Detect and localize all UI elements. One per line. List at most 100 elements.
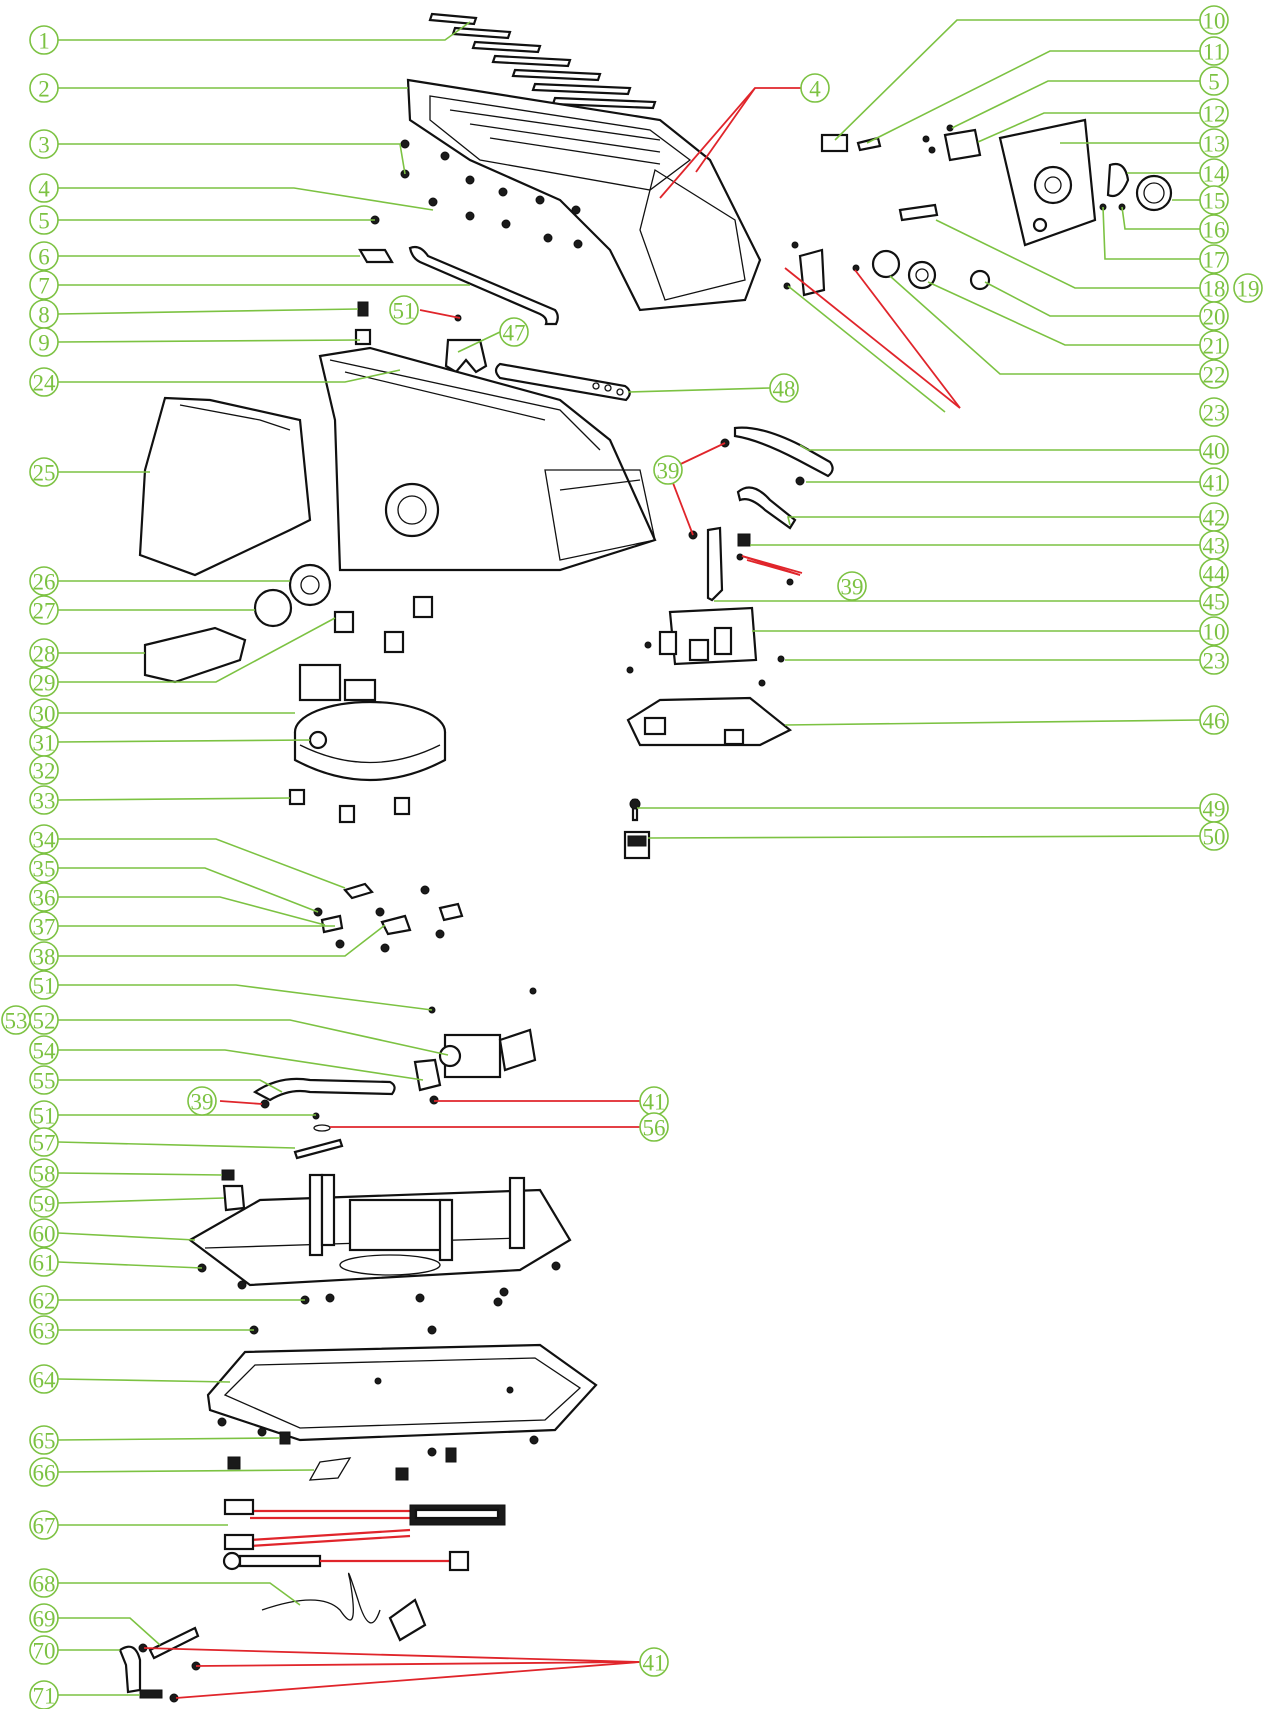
part-wires-67 [222,1498,506,1572]
callout-number: 30 [33,702,56,727]
callout-number: 41 [1203,471,1226,496]
callout-number: 51 [393,299,416,324]
callout-c22: 22 [1199,359,1229,389]
callout-number: 62 [33,1289,56,1314]
callout-c9: 9 [29,327,59,357]
callout-number: 51 [33,1104,56,1129]
part-label-66 [308,1457,352,1481]
callout-number: 16 [1203,218,1226,243]
callout-c31: 31 [29,727,59,757]
callout-c61: 61 [29,1247,59,1277]
callout-c10b: 10 [1199,616,1229,646]
part-thermostat-pieces [313,882,464,953]
callout-number: 32 [33,759,56,784]
callout-c71: 71 [29,1680,59,1709]
callout-number: 5 [38,209,50,234]
callout-circle [1199,359,1229,389]
callout-circle [29,941,59,971]
callout-c43: 43 [1199,530,1229,560]
callout-c8: 8 [29,299,59,329]
callout-circle [29,1457,59,1487]
callout-circle [29,367,59,397]
callout-number: 9 [38,331,50,356]
callout-number: 60 [33,1222,56,1247]
callout-circle [29,1035,59,1065]
callout-c44: 44 [1199,558,1229,588]
callout-circle [29,853,59,883]
callout-circle [1199,616,1229,646]
callout-number: 45 [1203,590,1226,615]
callout-c39a: 39 [653,455,683,485]
callout-number: 10 [1203,9,1226,34]
callout-number: 1 [38,29,50,54]
callout-number: 4 [809,77,821,102]
callout-c5b: 5 [1199,66,1229,96]
callout-number: 42 [1203,506,1226,531]
callout-circle [1199,301,1229,331]
callout-circle [639,1112,669,1142]
callout-number: 40 [1203,439,1226,464]
callout-number: 44 [1203,562,1227,587]
callout-c59: 59 [29,1188,59,1218]
callout-circle [29,1364,59,1394]
callout-number: 57 [33,1131,56,1156]
callout-c5a: 5 [29,205,59,235]
callout-c51b: 51 [29,970,59,1000]
callout-number: 46 [1203,709,1226,734]
callout-number: 11 [1203,40,1225,65]
callout-circle [1199,128,1229,158]
callout-number: 23 [1203,401,1226,426]
callout-circle [29,1218,59,1248]
callout-c50: 50 [1199,821,1229,851]
callout-circle [1199,244,1229,274]
callout-circle [29,698,59,728]
callout-c54: 54 [29,1035,59,1065]
callout-circle [1,1005,31,1035]
callout-number: 63 [33,1319,56,1344]
callout-c19: 19 [1233,273,1263,303]
callout-c42: 42 [1199,502,1229,532]
callout-c41a: 41 [1199,467,1229,497]
callout-number: 41 [643,1651,666,1676]
callout-number: 29 [33,671,56,696]
callout-number: 33 [33,789,56,814]
callout-circle [1199,330,1229,360]
callout-c36: 36 [29,882,59,912]
callout-c4a: 4 [29,173,59,203]
callout-circle [653,455,683,485]
callout-number: 31 [33,731,56,756]
part-hose-55 [252,1077,396,1102]
callout-number: 54 [33,1039,57,1064]
callout-c56: 56 [639,1112,669,1142]
callout-circle [800,73,830,103]
callout-number: 55 [33,1069,56,1094]
callout-number: 58 [33,1162,56,1187]
callout-number: 21 [1203,334,1226,359]
callout-c51a: 51 [389,295,419,325]
callout-c25: 25 [29,457,59,487]
callout-number: 43 [1203,534,1226,559]
part-pump [428,987,537,1079]
part-lever-48 [494,362,631,402]
callout-number: 37 [33,915,56,940]
callout-number: 69 [33,1607,56,1632]
part-bracket-47 [444,338,488,374]
callout-circle [29,882,59,912]
part-ring-26 [288,563,332,607]
callout-circle [29,270,59,300]
callout-c20: 20 [1199,301,1229,331]
callout-number: 6 [38,245,50,270]
callout-c6: 6 [29,241,59,271]
part-soleplate-64 [206,1343,598,1442]
leader-lines [57,19,1201,1699]
part-drawings [118,12,1173,1703]
callout-number: 25 [33,461,56,486]
callout-circle [1199,98,1229,128]
callout-c3: 3 [29,129,59,159]
callout-circle [1199,586,1229,616]
callout-number: 15 [1203,189,1226,214]
callout-circle [29,1315,59,1345]
callout-number: 2 [38,77,50,102]
part-spring [357,301,369,317]
callout-c28: 28 [29,638,59,668]
